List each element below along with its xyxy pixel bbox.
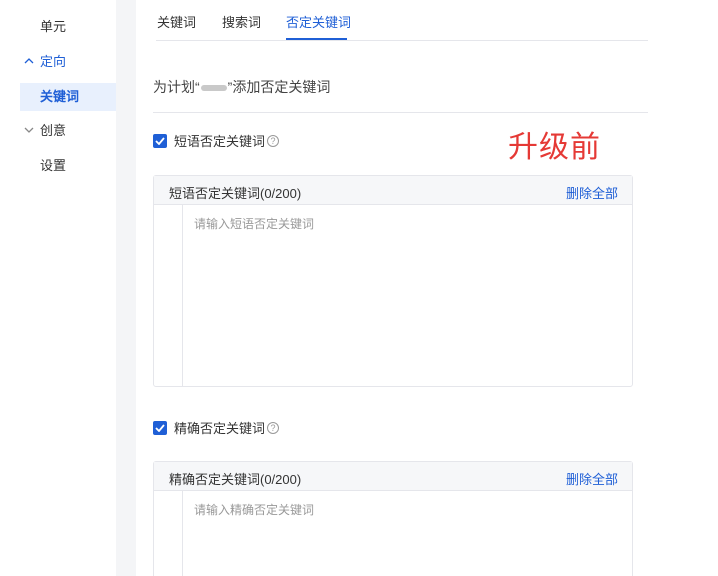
- sidebar-item-creative[interactable]: 创意: [0, 117, 116, 145]
- annotation-label: 升级前: [508, 130, 601, 165]
- exact-negative-label: 精确否定关键词: [174, 421, 266, 436]
- tab-search-terms[interactable]: 搜索词: [222, 15, 262, 30]
- panel-header: 短语否定关键词(0/200) 删除全部: [154, 176, 632, 205]
- sidebar-divider: [116, 0, 136, 576]
- plan-heading: 为计划“ ”添加否定关键词: [153, 77, 330, 97]
- sidebar-item-targeting[interactable]: 定向: [0, 48, 116, 76]
- panel-title: 短语否定关键词(0/200): [169, 186, 302, 201]
- panel-header: 精确否定关键词(0/200) 删除全部: [154, 462, 632, 491]
- panel-title: 精确否定关键词(0/200): [169, 472, 302, 487]
- tab-bar: 关键词 搜索词 否定关键词: [156, 0, 648, 41]
- sidebar-item-label: 定向: [40, 54, 67, 69]
- phrase-negative-input[interactable]: 请输入短语否定关键词: [194, 217, 315, 231]
- help-icon[interactable]: ?: [267, 422, 279, 434]
- sidebar: 单元 定向 关键词 创意 设置: [0, 0, 116, 576]
- tab-negative-keywords[interactable]: 否定关键词: [286, 15, 352, 30]
- help-icon[interactable]: ?: [267, 135, 279, 147]
- line-number-gutter: [182, 205, 183, 386]
- exact-negative-input[interactable]: 请输入精确否定关键词: [194, 503, 315, 517]
- exact-negative-checkbox-row[interactable]: 精确否定关键词 ?: [153, 420, 293, 438]
- sidebar-item-label: 关键词: [40, 89, 80, 104]
- chevron-up-icon: [24, 48, 36, 76]
- exact-negative-checkbox[interactable]: [153, 421, 167, 435]
- checkmark-icon: [155, 424, 165, 432]
- sidebar-item-label: 设置: [40, 158, 67, 173]
- delete-all-button[interactable]: 删除全部: [565, 186, 618, 201]
- delete-all-button[interactable]: 删除全部: [565, 472, 618, 487]
- divider: [153, 112, 648, 113]
- phrase-negative-label: 短语否定关键词: [174, 134, 266, 149]
- phrase-negative-checkbox-row[interactable]: 短语否定关键词 ?: [153, 133, 293, 151]
- tab-keywords[interactable]: 关键词: [157, 15, 197, 30]
- plan-heading-suffix: ”添加否定关键词: [227, 79, 331, 95]
- sidebar-item-label: 创意: [40, 123, 67, 138]
- exact-negative-panel: 精确否定关键词(0/200) 删除全部 请输入精确否定关键词: [153, 461, 633, 576]
- line-number-gutter: [182, 491, 183, 576]
- phrase-negative-checkbox[interactable]: [153, 134, 167, 148]
- sidebar-item-settings[interactable]: 设置: [0, 152, 116, 180]
- active-tab-indicator: [286, 38, 347, 40]
- phrase-negative-panel: 短语否定关键词(0/200) 删除全部 请输入短语否定关键词: [153, 175, 633, 387]
- sidebar-item-label: 单元: [40, 19, 67, 34]
- checkmark-icon: [155, 137, 165, 145]
- redacted-plan-name: [200, 85, 227, 92]
- sidebar-item-unit[interactable]: 单元: [0, 13, 116, 41]
- plan-heading-prefix: 为计划“: [153, 79, 200, 95]
- chevron-down-icon: [24, 117, 36, 145]
- sidebar-item-keywords[interactable]: 关键词: [20, 83, 116, 111]
